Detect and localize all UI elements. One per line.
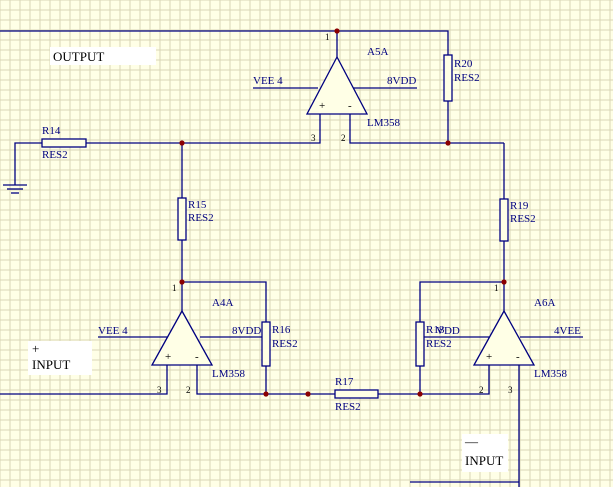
- wires: [0, 30, 583, 487]
- resistor-r16[interactable]: R16 RES2: [261, 321, 298, 367]
- r18-type: RES2: [426, 338, 452, 350]
- a6-vdd: VDD: [436, 325, 460, 337]
- resistor-r15[interactable]: R15 RES2: [177, 197, 214, 241]
- input-minus-sign: —: [464, 434, 479, 449]
- a4-part: LM358: [212, 368, 246, 380]
- a5-ref: A5A: [367, 46, 388, 58]
- a6-ref: A6A: [534, 297, 555, 309]
- r17-ref: R17: [335, 376, 354, 388]
- opamp-a4[interactable]: + - A4A LM358 VEE 4 8VDD 1 3 2: [98, 283, 261, 395]
- junctions: [179, 28, 507, 397]
- r19-ref: R19: [510, 200, 529, 212]
- input-plus-label: + INPUT: [28, 341, 92, 375]
- a6-minus: -: [516, 351, 520, 363]
- r20-ref: R20: [454, 58, 473, 70]
- resistor-r18[interactable]: R18 RES2: [415, 321, 452, 367]
- r15-ref: R15: [188, 199, 207, 211]
- resistor-r20[interactable]: R20 RES2: [443, 54, 480, 102]
- a4-minus: -: [195, 351, 199, 363]
- r17-type: RES2: [335, 401, 361, 413]
- input-plus-text: INPUT: [32, 357, 70, 372]
- r16-ref: R16: [272, 324, 291, 336]
- r14-ref: R14: [42, 125, 61, 137]
- r18-ref: R18: [426, 324, 445, 336]
- a5-vdd: 8VDD: [387, 75, 416, 87]
- r15-type: RES2: [188, 212, 214, 224]
- a5-pin-out: 1: [325, 32, 330, 42]
- input-plus-sign: +: [32, 341, 39, 356]
- a5-pin-inv: 2: [341, 133, 346, 143]
- a5-plus: +: [319, 100, 325, 112]
- a4-pin-out: 1: [172, 283, 177, 293]
- a4-ref: A4A: [212, 297, 233, 309]
- a6-pin-noninv: 2: [479, 385, 484, 395]
- r19-type: RES2: [510, 213, 536, 225]
- a4-pin-noninv: 3: [157, 385, 162, 395]
- r16-type: RES2: [272, 338, 298, 350]
- a6-vee: 4VEE: [554, 325, 581, 337]
- a4-vee: VEE 4: [98, 325, 128, 337]
- a6-pin-inv: 3: [508, 385, 513, 395]
- output-label: OUTPUT: [50, 47, 156, 65]
- input-minus-label: — INPUT: [462, 434, 508, 472]
- input-minus-text: INPUT: [465, 453, 503, 468]
- a4-plus: +: [165, 351, 171, 363]
- a5-minus: -: [348, 100, 352, 112]
- output-text: OUTPUT: [53, 49, 104, 64]
- a5-part: LM358: [367, 117, 401, 129]
- a6-plus: +: [486, 351, 492, 363]
- opamp-a6[interactable]: + - A6A LM358 VDD 4VEE 1 2 3: [436, 283, 581, 395]
- a5-pin-noninv: 3: [311, 133, 316, 143]
- opamp-a5[interactable]: + - A5A LM358 VEE 4 8VDD 1 3 2: [253, 32, 416, 143]
- resistor-r19[interactable]: R19 RES2: [499, 198, 536, 242]
- a6-pin-out: 1: [494, 283, 499, 293]
- r14-type: RES2: [42, 149, 68, 161]
- ground-icon: [3, 184, 27, 194]
- resistor-r17[interactable]: R17 RES2: [334, 376, 379, 413]
- a4-vdd: 8VDD: [232, 325, 261, 337]
- r20-type: RES2: [454, 72, 480, 84]
- a6-part: LM358: [534, 368, 568, 380]
- a4-pin-inv: 2: [186, 385, 191, 395]
- a5-vee: VEE 4: [253, 75, 283, 87]
- resistor-r14[interactable]: R14 RES2: [41, 125, 87, 161]
